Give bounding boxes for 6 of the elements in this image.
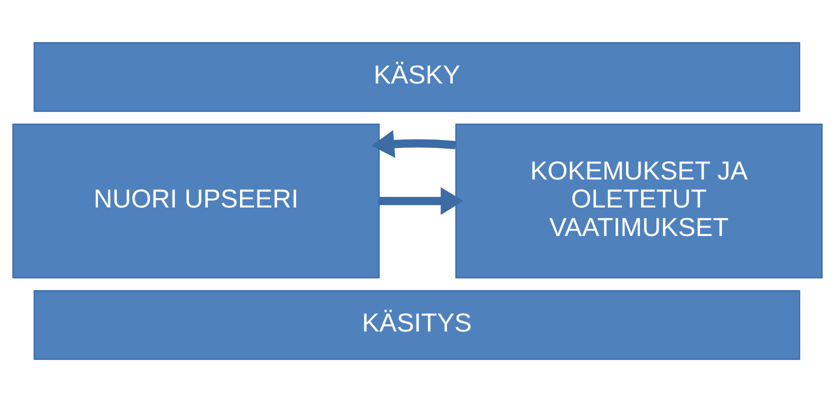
arrow [379,186,464,214]
node-box: NUORI UPSEERI [12,123,380,278]
node-box: KÄSITYS [34,290,800,360]
node-box: KOKEMUKSET JA OLETETUT VAATIMUKSET [455,123,823,278]
node-box: KÄSKY [34,42,800,112]
arrow [372,130,456,158]
